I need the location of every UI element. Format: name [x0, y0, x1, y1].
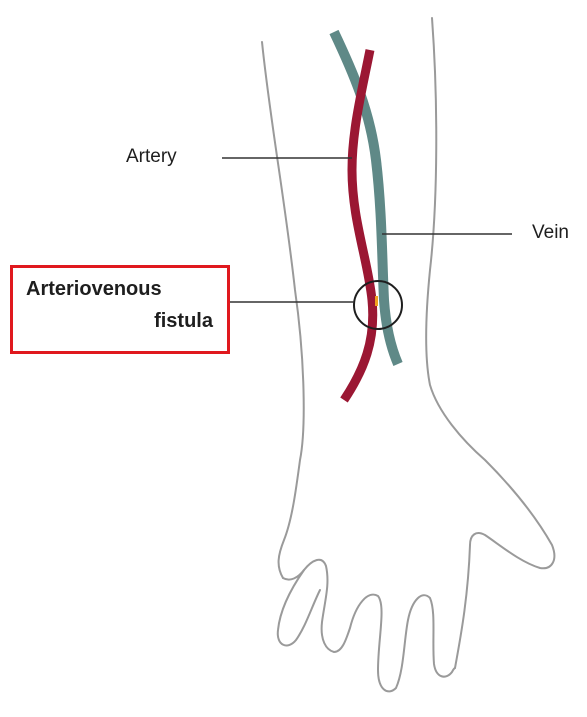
vein-label: Vein — [532, 222, 569, 244]
fistula-label-line-1: Arteriovenous — [26, 277, 162, 301]
artery-label: Artery — [126, 146, 177, 168]
hand-fingers-outline — [283, 560, 455, 692]
forearm-left-outline — [262, 42, 304, 578]
fistula-highlight-box: Arteriovenous fistula — [10, 265, 230, 354]
fistula-junction-mark — [375, 296, 378, 306]
fistula-label-line-2: fistula — [154, 309, 213, 333]
little-finger-outline — [278, 570, 320, 645]
forearm-right-outline — [426, 18, 554, 668]
